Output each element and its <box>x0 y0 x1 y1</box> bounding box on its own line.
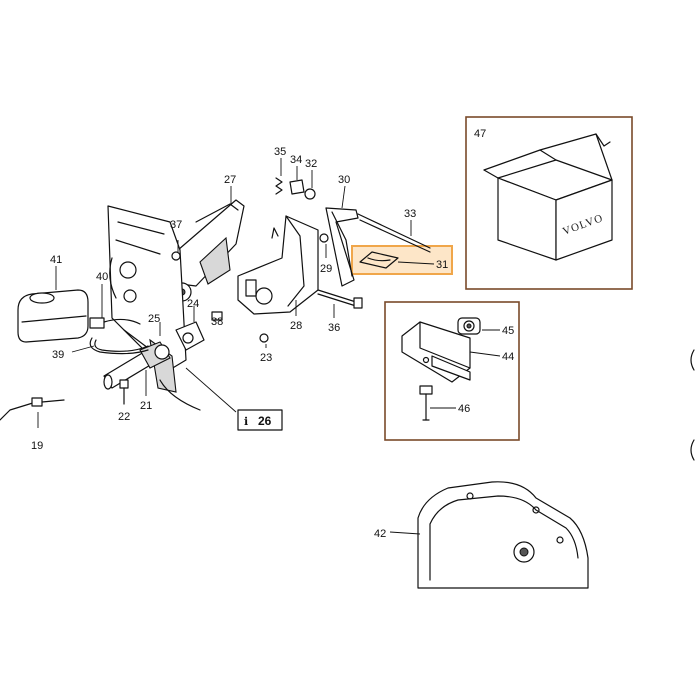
clip-45-drawing <box>457 317 481 335</box>
label-45: 45 <box>502 325 514 337</box>
pedal-lever-30: 30 <box>325 174 359 287</box>
inset-frame-44: 45 44 46 <box>384 301 520 441</box>
label-28: 28 <box>290 320 302 332</box>
callout-26: ℹ 26 <box>185 367 283 431</box>
label-34: 34 <box>290 154 302 166</box>
pedal-bracket-27: 27 <box>172 174 245 302</box>
label-39: 39 <box>52 349 64 361</box>
nut-29: 29 <box>319 233 332 275</box>
label-44: 44 <box>502 351 514 363</box>
label-22: 22 <box>118 411 130 423</box>
edge-marks <box>690 349 695 461</box>
label-41: 41 <box>50 254 62 266</box>
rod-33: 33 <box>357 208 431 253</box>
svg-text:ℹ: ℹ <box>244 416 248 428</box>
label-42: 42 <box>374 528 386 540</box>
highlight-part-31: 31 <box>351 245 453 275</box>
label-32: 32 <box>305 158 317 170</box>
label-27: 27 <box>224 174 236 186</box>
transmission-housing-42: 42 <box>374 481 589 589</box>
label-26: 26 <box>258 414 272 428</box>
label-24: 24 <box>187 298 199 310</box>
pipe-19: 19 <box>0 397 65 452</box>
inset-frame-47: 47 VOLVO <box>465 116 633 290</box>
label-38: 38 <box>211 316 223 328</box>
label-35: 35 <box>274 146 286 158</box>
label-29: 29 <box>320 263 332 275</box>
bracket-28: 28 <box>237 215 319 332</box>
bolt-46-drawing <box>419 385 433 421</box>
pedal-parts-35-34-32: 35 34 32 <box>274 146 317 200</box>
label-36: 36 <box>328 322 340 334</box>
screw-37: 37 <box>170 219 182 261</box>
label-40: 40 <box>96 271 108 283</box>
label-33: 33 <box>404 208 416 220</box>
volvo-box-drawing: VOLVO <box>483 133 613 261</box>
label-46: 46 <box>458 403 470 415</box>
label-21: 21 <box>140 400 152 412</box>
label-30: 30 <box>338 174 350 186</box>
label-47: 47 <box>474 128 486 140</box>
bolt-22: 22 <box>118 379 130 423</box>
master-cylinder-21: 21 <box>103 341 171 412</box>
label-23: 23 <box>260 352 272 364</box>
nut-23: 23 <box>259 333 272 364</box>
label-31: 31 <box>436 259 448 271</box>
label-19: 19 <box>31 440 43 452</box>
label-25: 25 <box>148 313 160 325</box>
bracket-44-drawing <box>401 321 471 383</box>
label-37: 37 <box>170 219 182 231</box>
bolt-36: 36 <box>317 289 363 334</box>
parts-24-25-38: 24 25 38 <box>148 298 223 351</box>
reservoir-41: 41 <box>17 254 89 343</box>
hose-39-40: 40 39 <box>52 271 149 361</box>
